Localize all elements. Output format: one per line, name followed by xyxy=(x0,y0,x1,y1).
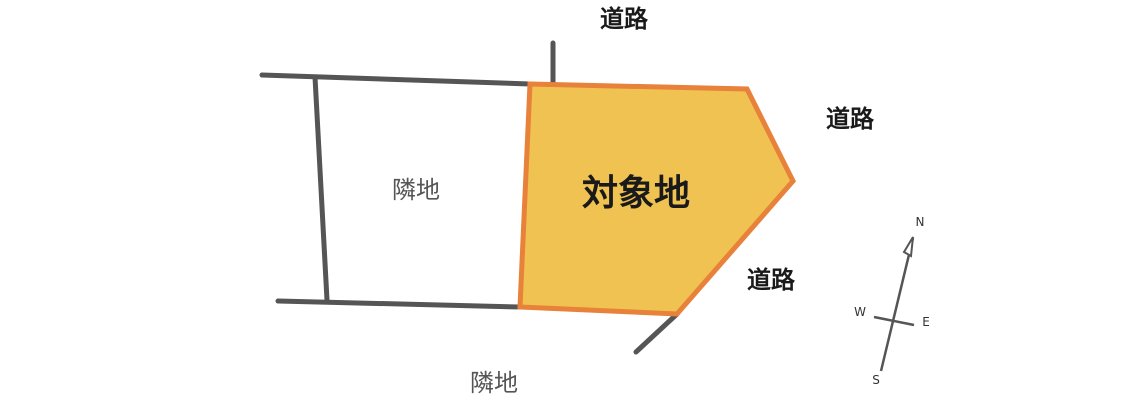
south-boundary-line xyxy=(275,298,523,310)
neighbor-label-west: 隣地 xyxy=(392,176,440,204)
west-boundary-line xyxy=(312,74,330,303)
neighbor-label-south: 隣地 xyxy=(470,369,518,397)
compass-e-label: E xyxy=(922,315,930,329)
compass-n-label: N xyxy=(916,215,925,229)
neighbor-boundary-lines xyxy=(259,40,680,355)
compass-s-label: S xyxy=(872,373,880,387)
compass-w-label: W xyxy=(854,305,866,319)
target-parcel xyxy=(517,81,796,317)
north-arrow-icon xyxy=(902,236,914,258)
road-edge-lower xyxy=(633,311,680,355)
road-label-top: 道路 xyxy=(600,5,649,33)
road-label-right-upper: 道路 xyxy=(826,105,875,133)
north-boundary-line xyxy=(259,72,533,87)
target-parcel-label: 対象地 xyxy=(582,173,690,214)
compass-ew-line xyxy=(873,315,915,327)
road-label-right-lower: 道路 xyxy=(747,266,796,294)
compass-ns-line xyxy=(879,237,915,372)
compass: N E S W xyxy=(854,215,930,387)
